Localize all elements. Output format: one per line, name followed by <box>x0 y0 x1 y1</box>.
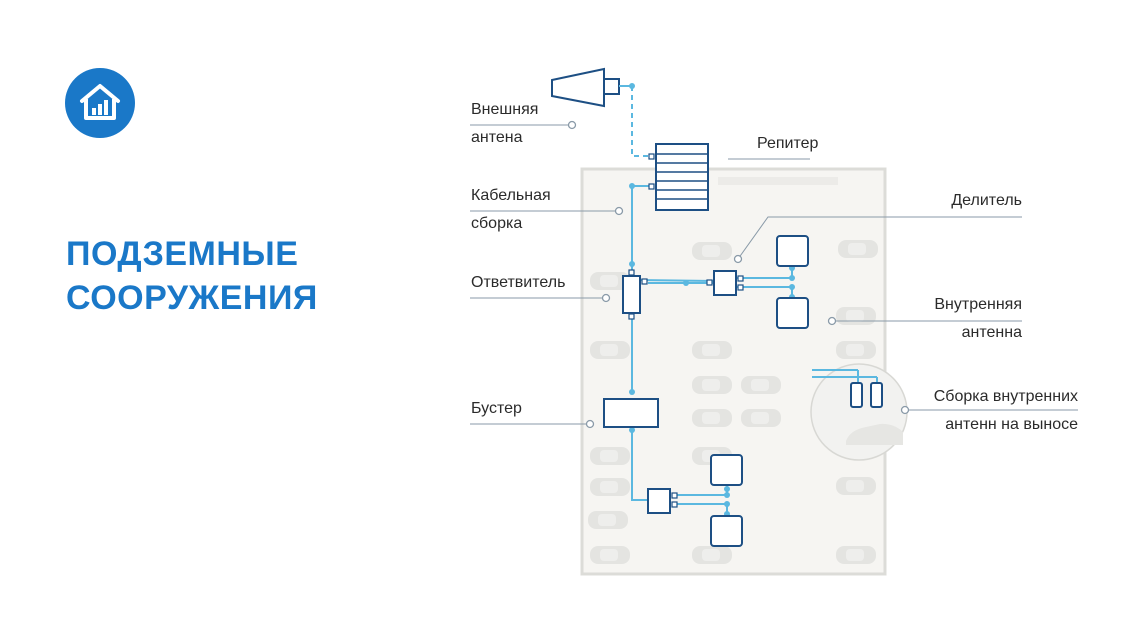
external-antenna <box>551 67 635 108</box>
page-title-line-2: СООРУЖЕНИЯ <box>66 279 318 317</box>
page-title: ПОДЗЕМНЫЕ СООРУЖЕНИЯ <box>66 232 318 320</box>
indoor-antenna-3 <box>710 454 743 486</box>
leader-lines <box>470 124 1078 425</box>
logo <box>65 68 135 138</box>
indoor-antenna-1 <box>776 235 809 267</box>
label-indoor-antenna: Внутренняя антенна <box>934 296 1022 341</box>
splitter-2 <box>647 488 678 514</box>
label-external-antenna: Внешняя антена <box>471 101 539 146</box>
label-splitter: Делитель <box>951 192 1022 209</box>
booster <box>603 398 659 428</box>
label-remote-antennas: Сборка внутренних антенн на выносе <box>933 388 1078 433</box>
label-coupler: Ответвитель <box>471 274 566 291</box>
coupler <box>622 269 648 320</box>
indoor-antenna-4 <box>710 515 743 547</box>
label-cable-assembly: Кабельная сборка <box>471 187 551 232</box>
indoor-antenna-2 <box>776 297 809 329</box>
label-booster: Бустер <box>471 400 522 417</box>
house-signal-icon <box>80 84 120 120</box>
repeater <box>648 143 709 211</box>
parking-cars <box>588 177 878 564</box>
label-repeater: Репитер <box>757 135 819 152</box>
splitter <box>706 270 744 296</box>
page-title-line-1: ПОДЗЕМНЫЕ <box>66 235 299 273</box>
leader-dots <box>567 120 910 429</box>
remote-antennas-zoom <box>810 363 908 461</box>
